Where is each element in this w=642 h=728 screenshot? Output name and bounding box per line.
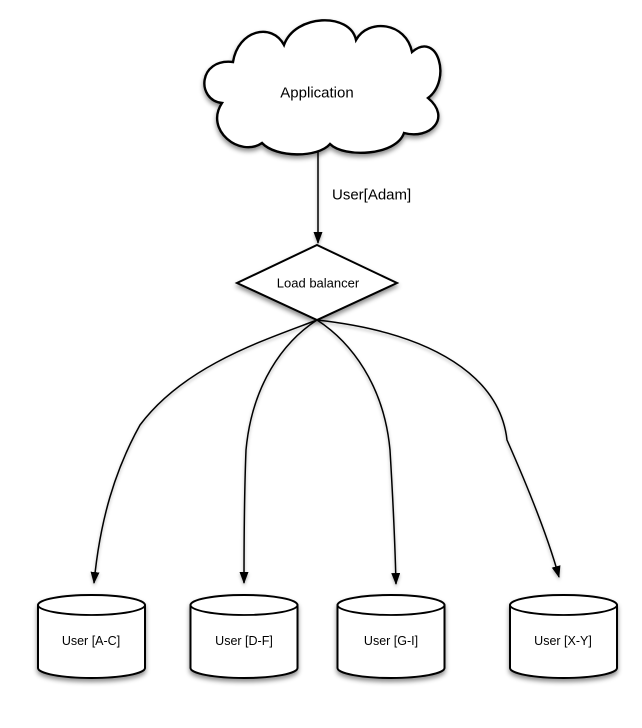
shard-label-2: User [G-I] — [363, 634, 419, 648]
load-balancer-diamond-shape — [234, 243, 400, 322]
edge-group — [90, 150, 561, 585]
shard-cylinder-0 — [37, 594, 146, 679]
load-balancer-node — [234, 243, 400, 322]
edge-load-balancer-to-shard-1 — [239, 319, 318, 584]
application-cloud-shape — [203, 19, 442, 156]
edge-load-balancer-to-shard-2 — [316, 319, 401, 585]
shard-label-1: User [D-F] — [215, 634, 273, 648]
shard-cylinder-3-rim — [509, 604, 618, 616]
shard-label-3: User [X-Y] — [534, 634, 592, 648]
shard-cylinder-0-rim — [37, 604, 146, 616]
shard-cylinder-3 — [509, 594, 618, 679]
shard-cylinder-2-rim — [336, 604, 446, 616]
edge-load-balancer-to-shard-3 — [316, 319, 561, 578]
shard-node-2 — [336, 594, 446, 679]
application-label: Application — [280, 84, 354, 102]
edge-load-balancer-to-shard-0 — [90, 319, 318, 584]
shard-node-1 — [189, 594, 299, 679]
edge-user-adam-label: User[Adam] — [332, 186, 412, 204]
shard-node-3 — [509, 594, 618, 679]
application-node — [203, 19, 442, 156]
shard-cylinder-1 — [189, 594, 299, 679]
shard-cylinder-1-rim — [189, 604, 299, 616]
load-balancer-label: Load balancer — [276, 275, 360, 291]
shard-node-0 — [37, 594, 146, 679]
shard-cylinder-2 — [336, 594, 446, 679]
shard-label-0: User [A-C] — [61, 634, 121, 648]
